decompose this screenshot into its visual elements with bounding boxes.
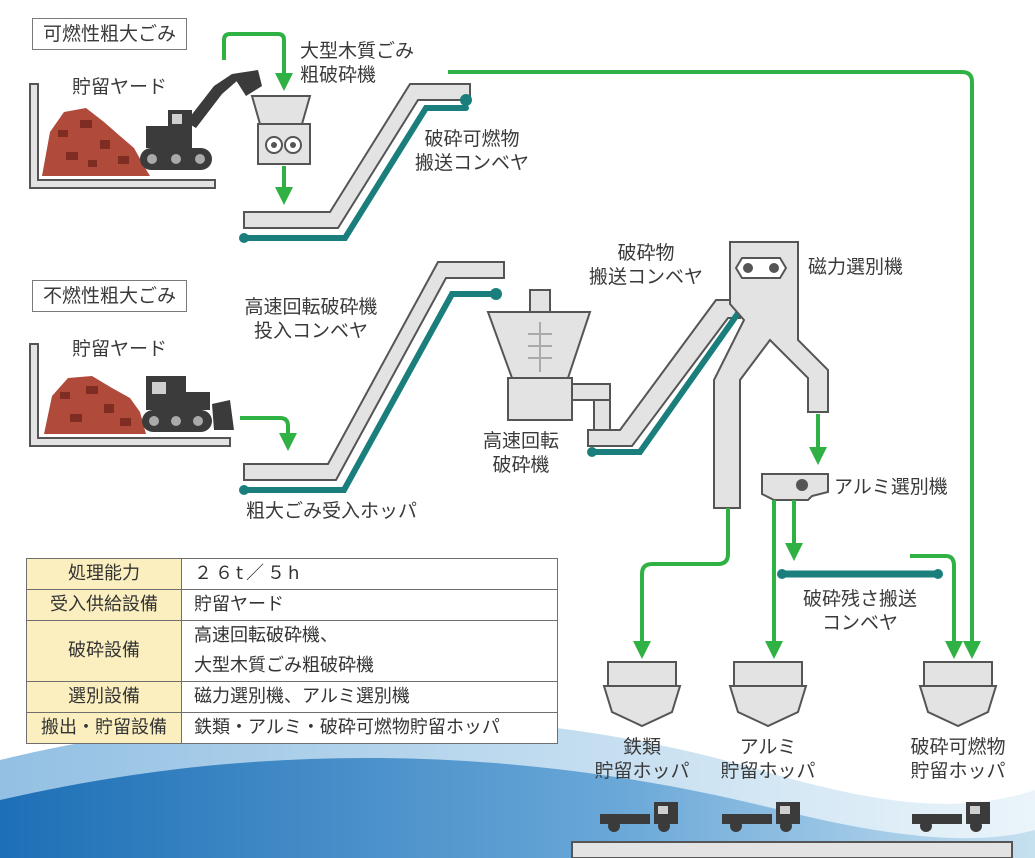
label-hs-input-conv-1: 高速回転破砕機 — [244, 296, 378, 318]
spec-value-line: 磁力選別機、アルミ選別機 — [194, 686, 410, 707]
spec-value: ２６t／５h — [181, 558, 558, 590]
label-hopper-alum-1: アルミ — [739, 736, 797, 758]
excavator-icon — [140, 70, 262, 170]
table-row: 受入供給設備 貯留ヤード — [26, 589, 558, 621]
spec-value: 高速回転破砕機、 大型木質ごみ粗破砕機 — [181, 620, 558, 682]
label-hs-crusher-1: 高速回転 — [482, 430, 559, 452]
hopper-iron — [602, 661, 682, 728]
label-intake-hopper: 粗大ごみ受入ホッパ — [246, 500, 418, 522]
spec-value-line: 高速回転破砕機、 — [194, 625, 338, 646]
table-row: 処理能力 ２６t／５h — [26, 558, 558, 590]
label-magnetic-separator: 磁力選別機 — [808, 256, 904, 278]
table-row: 搬出・貯留設備 鉄類・アルミ・破砕可燃物貯留ホッパ — [26, 712, 558, 744]
flow-arrows — [222, 32, 981, 659]
spec-value: 磁力選別機、アルミ選別機 — [181, 681, 558, 713]
storage-yard-2 — [29, 343, 231, 447]
label-hopper-comb-1: 破砕可燃物 — [910, 736, 1006, 758]
label-combustible-bulky: 可燃性粗大ごみ — [32, 18, 188, 50]
spec-value: 貯留ヤード — [181, 589, 558, 621]
spec-table: 処理能力 ２６t／５h 受入供給設備 貯留ヤード 破砕設備 高速回転破砕機、 大… — [26, 558, 558, 744]
label-wood-crusher-2: 粗破砕機 — [300, 64, 377, 86]
spec-value-line: ２６t／５h — [194, 563, 303, 584]
label-residue-conv-2: コンベヤ — [821, 612, 898, 634]
table-row: 選別設備 磁力選別機、アルミ選別機 — [26, 681, 558, 713]
table-row: 破砕設備 高速回転破砕機、 大型木質ごみ粗破砕機 — [26, 620, 558, 682]
hopper-alum — [728, 661, 808, 728]
label-noncombustible-bulky: 不燃性粗大ごみ — [32, 280, 188, 312]
aluminum-separator — [761, 473, 829, 501]
wood-crusher — [250, 95, 312, 165]
spec-value-line: 鉄類・アルミ・破砕可燃物貯留ホッパ — [194, 717, 500, 738]
spec-value-line: 大型木質ごみ粗破砕機 — [194, 655, 374, 676]
magnetic-separator — [713, 241, 829, 509]
label-hopper-alum-2: 貯留ホッパ — [720, 760, 816, 782]
truck-icon — [600, 802, 678, 832]
spec-key: 処理能力 — [26, 558, 182, 590]
label-hopper-iron-2: 貯留ホッパ — [594, 760, 690, 782]
label-storage-yard-1: 貯留ヤード — [72, 76, 168, 98]
label-hopper-iron-1: 鉄類 — [622, 736, 661, 758]
crushed-material-conveyor — [587, 294, 752, 457]
label-crushed-conv-1: 破砕物 — [617, 242, 675, 264]
truck-icon — [722, 802, 800, 832]
label-hs-crusher-2: 破砕機 — [492, 454, 550, 476]
spec-key: 選別設備 — [26, 681, 182, 713]
label-residue-conv-1: 破砕残さ搬送 — [802, 588, 917, 610]
hs-input-conveyor — [239, 261, 505, 495]
spec-value-line: 貯留ヤード — [194, 594, 284, 615]
label-wood-crusher-1: 大型木質ごみ — [300, 40, 415, 62]
spec-key: 破砕設備 — [26, 620, 182, 682]
high-speed-crusher — [486, 289, 611, 431]
truck-icon — [912, 802, 990, 832]
hopper-combustible — [918, 661, 998, 728]
label-hopper-comb-2: 貯留ホッパ — [910, 760, 1006, 782]
truck-platform — [571, 841, 1013, 858]
bulldozer-icon — [142, 376, 234, 432]
label-aluminum-separator: アルミ選別機 — [834, 476, 948, 498]
residue-conveyor — [777, 569, 943, 579]
label-hs-input-conv-2: 投入コンベヤ — [253, 320, 368, 342]
spec-value: 鉄類・アルミ・破砕可燃物貯留ホッパ — [181, 712, 558, 744]
label-storage-yard-2: 貯留ヤード — [72, 338, 168, 360]
crushed-combustible-conveyor — [239, 83, 472, 243]
storage-yard-1 — [29, 83, 216, 189]
spec-key: 搬出・貯留設備 — [26, 712, 182, 744]
label-crushed-comb-conv-1: 破砕可燃物 — [424, 128, 520, 150]
spec-key: 受入供給設備 — [26, 589, 182, 621]
label-crushed-conv-2: 搬送コンベヤ — [588, 266, 703, 288]
label-crushed-comb-conv-2: 搬送コンベヤ — [414, 152, 529, 174]
